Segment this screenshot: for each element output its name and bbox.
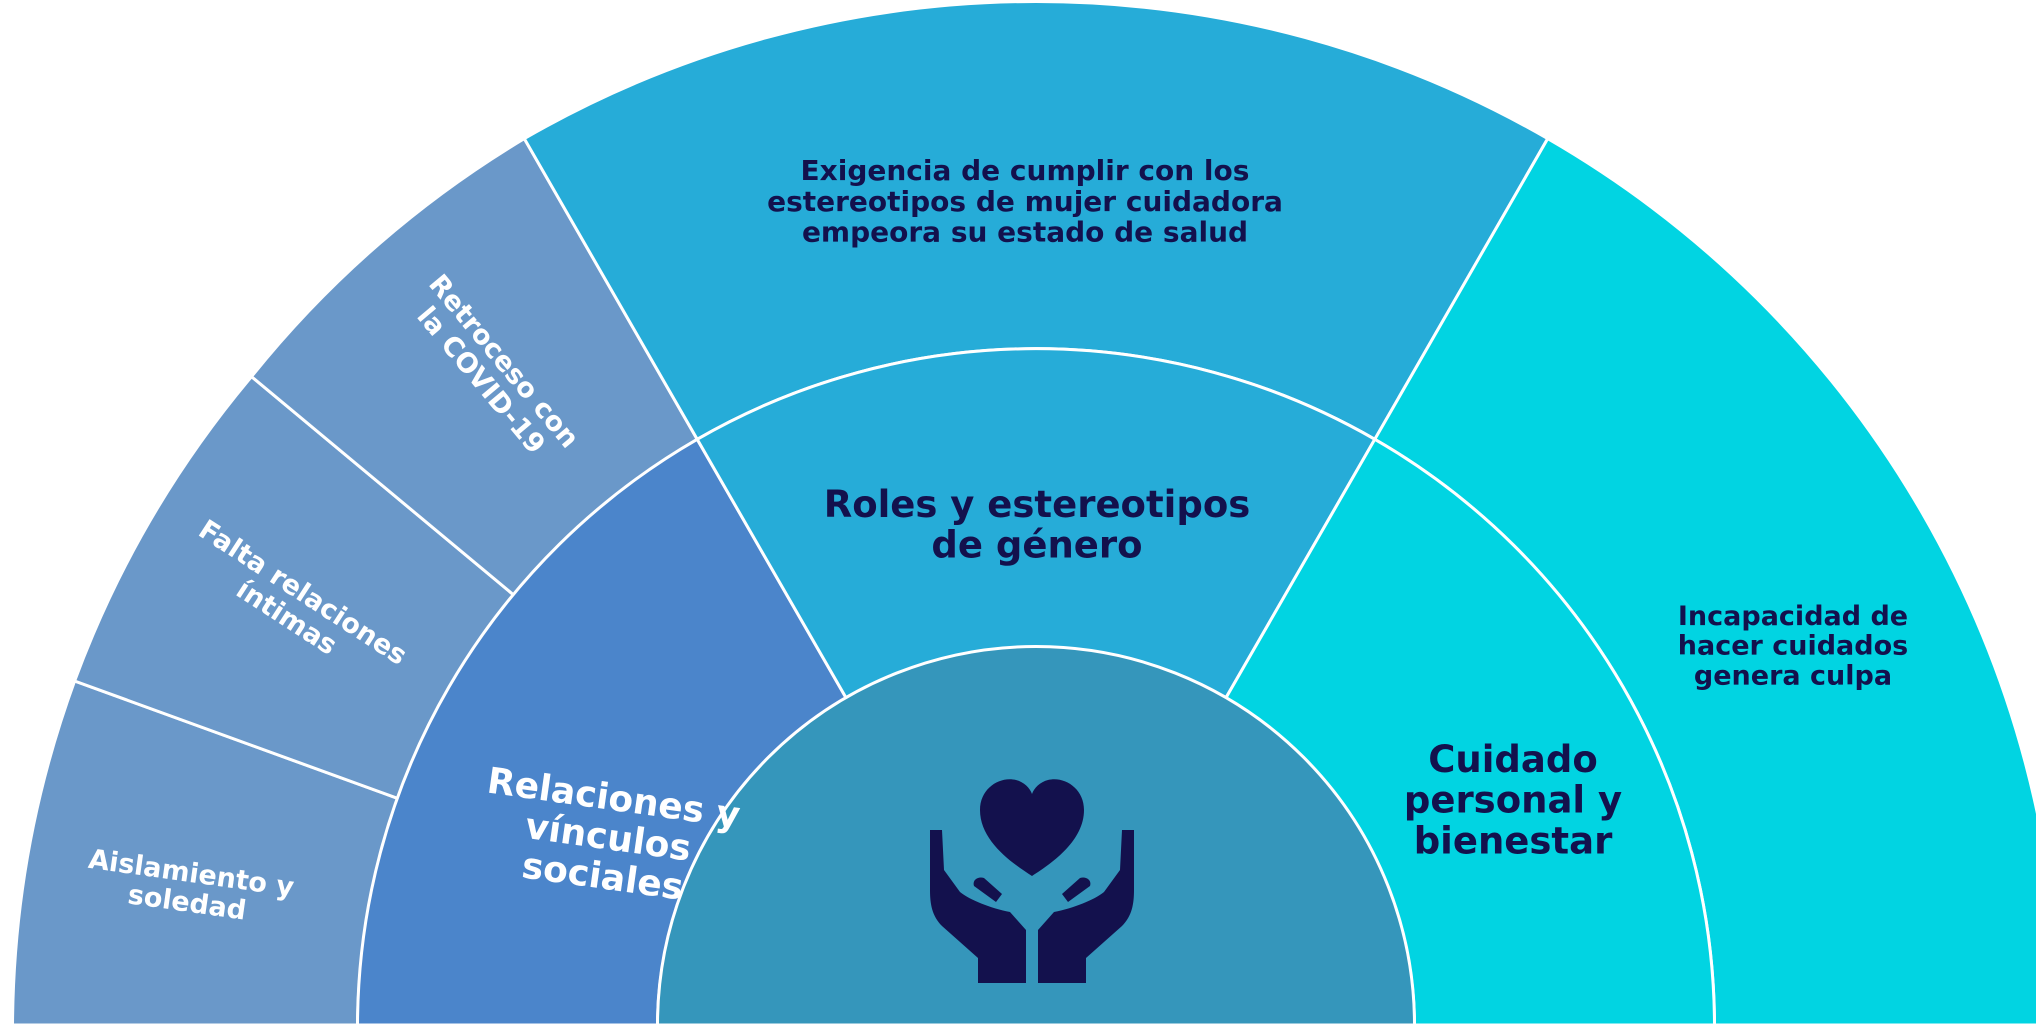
label-incapacidad-line: genera culpa: [1694, 660, 1892, 691]
label-cuidado-line: personal y: [1404, 779, 1622, 822]
label-roles-line: de género: [931, 524, 1142, 567]
hands-heart-icon: [930, 779, 1134, 983]
label-exigencia-line: Exigencia de cumplir con los: [801, 154, 1250, 187]
label-exigencia-line: estereotipos de mujer cuidadora: [767, 185, 1283, 218]
label-roles-line: Roles y estereotipos: [824, 483, 1251, 526]
inner-ring: [355, 347, 1717, 1025]
label-cuidado-line: Cuidado: [1428, 738, 1598, 781]
label-cuidado-line: bienestar: [1414, 819, 1613, 862]
label-exigencia-line: empeora su estado de salud: [802, 216, 1248, 249]
label-incapacidad-line: hacer cuidados: [1678, 631, 1908, 662]
label-incapacidad-line: Incapacidad de: [1678, 601, 1908, 632]
